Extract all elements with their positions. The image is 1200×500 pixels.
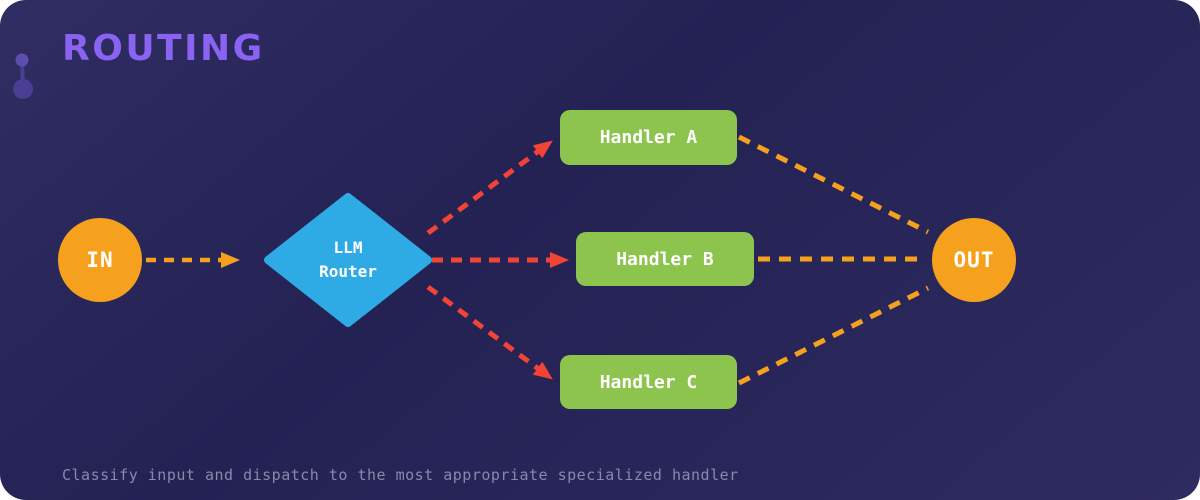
handler-b-label: Handler B: [616, 248, 714, 270]
router-label-line2: Router: [319, 262, 377, 281]
handler-c-node: Handler C: [560, 355, 737, 409]
handler-a-node: Handler A: [560, 110, 737, 165]
input-node: IN: [58, 218, 142, 302]
router-diamond: [264, 193, 432, 327]
output-node-label: OUT: [953, 248, 995, 272]
connector-handler-c-to-out: [737, 285, 930, 386]
input-node-label: IN: [86, 248, 114, 272]
diagram-caption: Classify input and dispatch to the most …: [62, 466, 739, 484]
node-link-icon: [13, 53, 33, 99]
page-title: ROUTING: [62, 28, 265, 69]
connector-router-to-handler-c: [426, 284, 553, 380]
router-node-label: LLM Router: [288, 236, 408, 284]
connector-handler-a-to-out: [737, 134, 930, 235]
handler-a-label: Handler A: [599, 127, 698, 148]
connector-router-to-handler-a: [426, 140, 553, 236]
handler-b-node: Handler B: [576, 232, 754, 286]
output-node: OUT: [932, 218, 1016, 302]
router-label-line1: LLM: [333, 238, 363, 257]
handler-c-label: Handler C: [599, 371, 698, 393]
